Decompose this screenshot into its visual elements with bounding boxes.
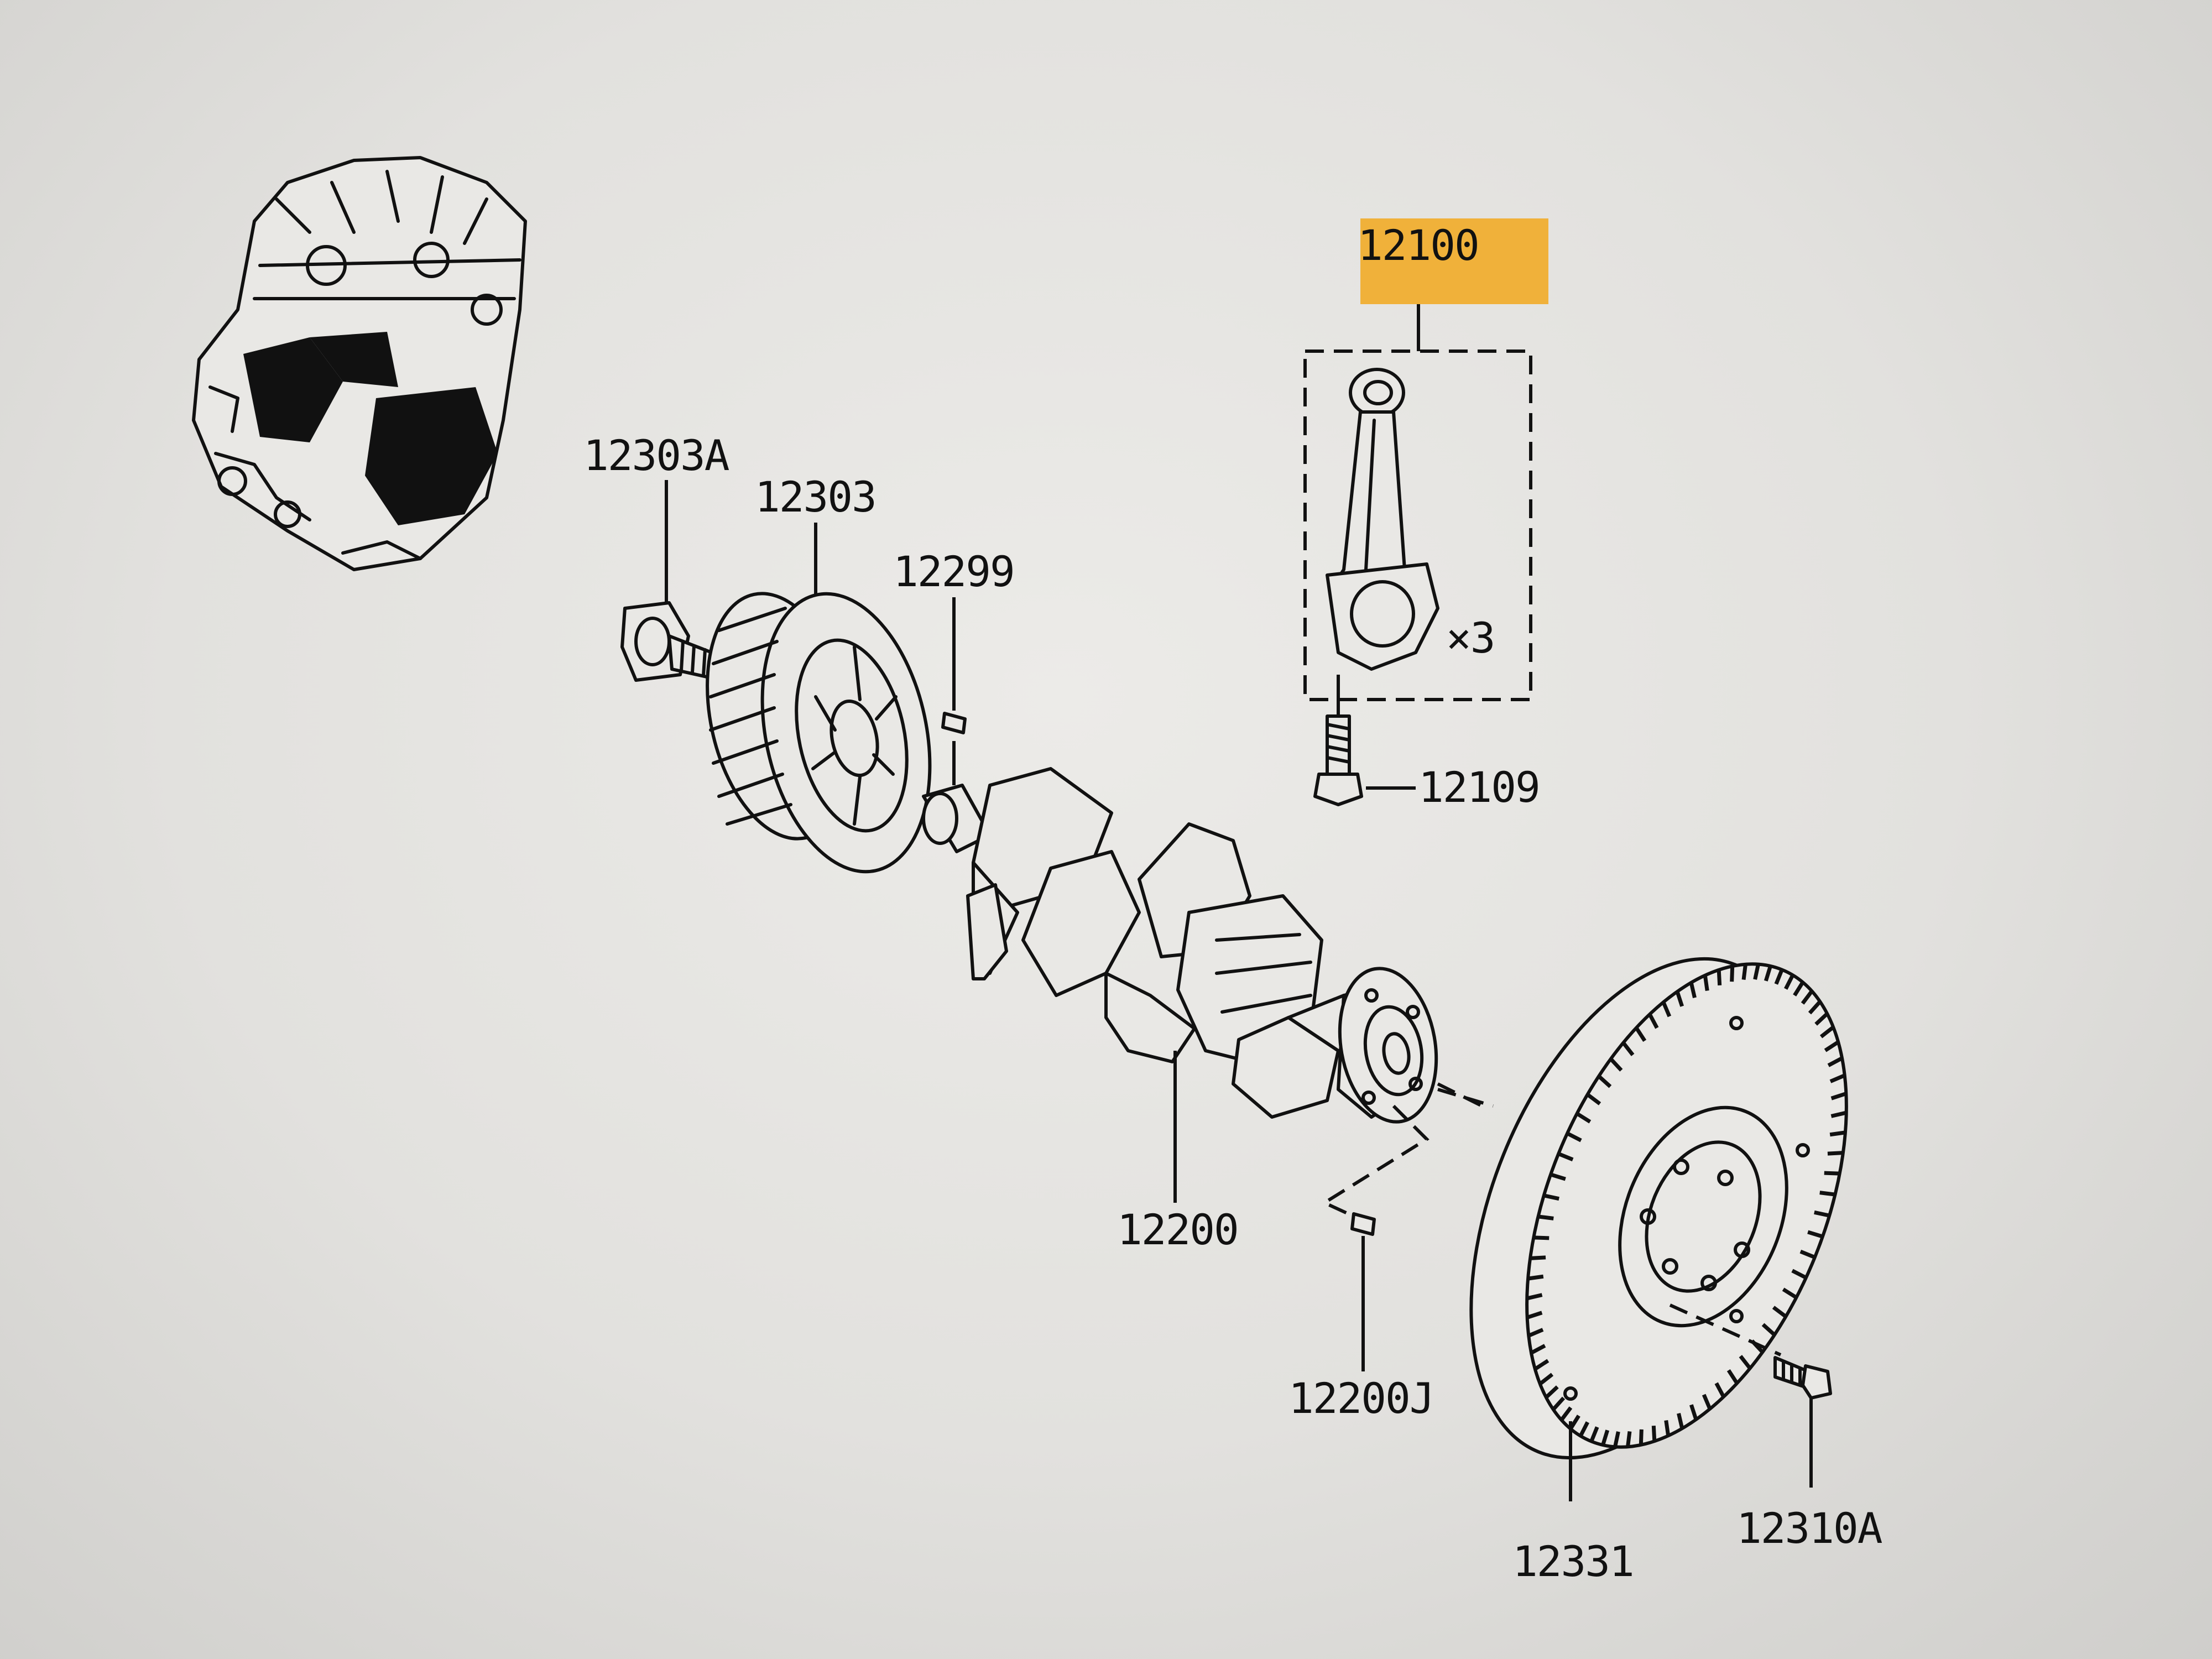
part-number-flywheel[interactable]: 12331: [1512, 1537, 1635, 1586]
gear-tooth: [1829, 1130, 1846, 1137]
gear-tooth: [1793, 981, 1804, 997]
gear-tooth: [1689, 1404, 1698, 1421]
gear-tooth: [1782, 1287, 1798, 1300]
gear-tooth: [1739, 1355, 1752, 1370]
gear-tooth: [1764, 965, 1772, 982]
gear-tooth: [1830, 1110, 1847, 1118]
pilot-bushing-icon: [1350, 1212, 1376, 1371]
gear-tooth: [1830, 1092, 1847, 1100]
gear-tooth: [1807, 1230, 1823, 1239]
gear-tooth: [1526, 1311, 1543, 1319]
gear-tooth: [1579, 1421, 1589, 1437]
engine-assembly-thumbnail: [192, 156, 527, 571]
highlight-box: [1360, 218, 1548, 304]
gear-tooth: [1799, 1249, 1816, 1259]
connecting-rod-icon: [1326, 368, 1439, 671]
gear-tooth: [1726, 1369, 1739, 1385]
gear-tooth: [1791, 1269, 1807, 1280]
gear-tooth: [1774, 969, 1784, 985]
gear-tooth: [1661, 1001, 1672, 1018]
gear-tooth: [1677, 1413, 1684, 1429]
gear-tooth: [1538, 1373, 1554, 1386]
gear-tooth: [1635, 1026, 1647, 1042]
part-number-rod-bolt[interactable]: 12109: [1418, 763, 1541, 812]
gear-tooth: [1601, 1430, 1610, 1446]
gear-tooth: [1814, 1012, 1829, 1026]
part-number-pulley-bolt[interactable]: 12303A: [583, 431, 731, 480]
quantity-note: ×3: [1446, 613, 1495, 662]
part-number-connecting-rod[interactable]: 12100: [1358, 221, 1480, 270]
part-number-crankshaft[interactable]: 12200: [1117, 1205, 1239, 1254]
gear-tooth: [1827, 1151, 1844, 1156]
gear-tooth: [1772, 1306, 1787, 1318]
gear-tooth: [1761, 1323, 1776, 1337]
crankshaft-icon: [922, 767, 1483, 1221]
gear-tooth: [1675, 990, 1684, 1007]
gear-tooth: [1664, 1420, 1671, 1436]
gear-tooth: [1730, 966, 1735, 982]
gear-tooth: [1550, 1172, 1566, 1181]
gear-tooth: [1533, 1359, 1550, 1371]
connecting-rod-group: ×3: [1303, 304, 1532, 701]
part-number-pilot-bushing[interactable]: 12200J: [1288, 1374, 1435, 1423]
gear-tooth: [1575, 1112, 1592, 1124]
gear-tooth: [1626, 1431, 1632, 1447]
gear-tooth: [1824, 1040, 1840, 1052]
gear-tooth: [1819, 1191, 1835, 1197]
gear-tooth: [1703, 975, 1709, 992]
gear-tooth: [1829, 1073, 1846, 1083]
gear-tooth: [1526, 1293, 1543, 1301]
gear-tooth: [1801, 990, 1814, 1005]
gear-tooth: [1714, 1382, 1725, 1398]
gear-tooth: [1589, 1426, 1599, 1442]
gear-tooth: [1613, 1431, 1620, 1448]
woodruff-key-icon: [941, 597, 967, 785]
rod-bolt-icon: [1313, 675, 1416, 806]
flywheel-bolt-icon: [1773, 1356, 1832, 1488]
gear-tooth: [1741, 964, 1747, 980]
gear-tooth: [1621, 1041, 1635, 1056]
gear-tooth: [1702, 1394, 1712, 1410]
gear-tooth: [1527, 1328, 1544, 1338]
flywheel-icon: [1437, 957, 1848, 1501]
gear-tooth: [1827, 1056, 1843, 1067]
pulley-bolt-icon: [620, 480, 723, 682]
gear-tooth: [1784, 974, 1794, 990]
gear-tooth: [1689, 982, 1697, 998]
gear-tooth: [1814, 1210, 1830, 1218]
gear-tooth: [1651, 1425, 1657, 1442]
gear-tooth: [1543, 1193, 1559, 1201]
part-number-key[interactable]: 12299: [893, 547, 1015, 596]
part-number-flywheel-bolt[interactable]: 12310A: [1736, 1504, 1884, 1553]
gear-tooth: [1597, 1074, 1612, 1088]
gear-tooth: [1819, 1025, 1835, 1039]
part-number-pulley[interactable]: 12303: [755, 472, 877, 521]
gear-tooth: [1586, 1093, 1601, 1105]
crank-pulley-icon: [706, 523, 932, 874]
gear-tooth: [1609, 1057, 1623, 1072]
gear-tooth: [1648, 1013, 1659, 1029]
gear-tooth: [1527, 1274, 1544, 1281]
gear-tooth: [1753, 963, 1760, 980]
gear-tooth: [1557, 1152, 1574, 1162]
gear-tooth: [1530, 1344, 1546, 1355]
gear-tooth: [1808, 1000, 1822, 1015]
gear-tooth: [1545, 1385, 1559, 1399]
gear-tooth: [1538, 1214, 1554, 1220]
gear-tooth: [1559, 1406, 1573, 1421]
gear-tooth: [1552, 1396, 1566, 1411]
part-label-12100-highlighted[interactable]: 12100: [1358, 218, 1548, 304]
gear-tooth: [1566, 1131, 1582, 1142]
